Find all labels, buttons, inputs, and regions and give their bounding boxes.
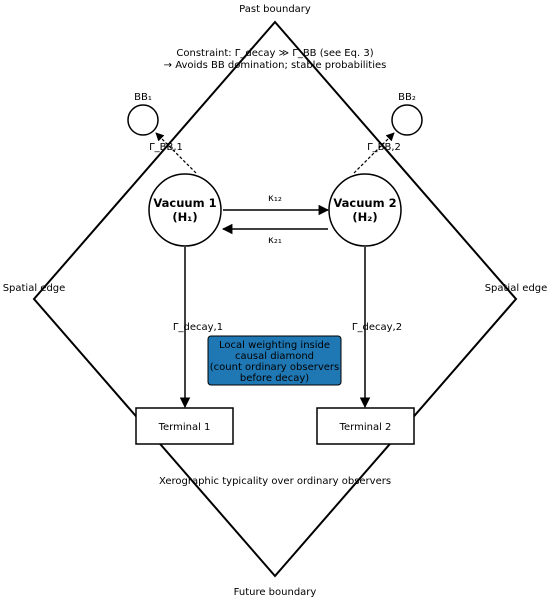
- terminal-1-label: Terminal 1: [158, 422, 211, 433]
- constraint-line-2: → Avoids BB domination; stable probabili…: [164, 60, 387, 71]
- vacuum-1-name: Vacuum 1: [153, 196, 216, 210]
- note-line-4: before decay): [240, 373, 309, 384]
- terminal-1-box: [135, 407, 234, 445]
- note-line-3: (count ordinary observers: [210, 362, 339, 373]
- bb1-nucleation-arrow: [155, 132, 197, 174]
- typicality-caption: Xerographic typicality over ordinary obs…: [159, 476, 391, 487]
- spatial-edge-right-label: Spatial edge: [485, 283, 548, 294]
- decay-2-label: Γ_decay,2: [352, 322, 402, 333]
- vacuum-2-sub: (H₂): [352, 210, 377, 224]
- spatial-edge-left-label: Spatial edge: [3, 283, 66, 294]
- k12-label: κ₁₂: [268, 193, 282, 204]
- past-boundary-label: Past boundary: [239, 4, 311, 15]
- terminal-2-box: [316, 407, 415, 445]
- future-boundary-label: Future boundary: [234, 587, 317, 598]
- causal-diamond: [32, 20, 518, 578]
- constraint-line-1: Constraint: Γ_decay ≫ Γ_BB (see Eq. 3): [176, 48, 373, 59]
- vacuum-2-name: Vacuum 2: [333, 196, 396, 210]
- bb1-rate-label: Γ_BB,1: [149, 142, 183, 153]
- bb2-label: BB₂: [398, 92, 416, 103]
- local-weighting-note-box: [207, 335, 342, 386]
- terminal-2-label: Terminal 2: [339, 422, 392, 433]
- note-line-2: causal diamond: [235, 351, 314, 362]
- bb2-circle: [391, 104, 423, 136]
- vacuum-1-sub: (H₁): [172, 210, 197, 224]
- bb2-nucleation-arrow: [353, 132, 395, 174]
- note-line-1: Local weighting inside: [219, 340, 330, 351]
- vacuum-1-node: [148, 173, 222, 247]
- k21-label: κ₂₁: [268, 235, 282, 246]
- bb2-rate-label: Γ_BB,2: [367, 142, 401, 153]
- bb1-label: BB₁: [134, 92, 152, 103]
- decay-1-label: Γ_decay,1: [173, 322, 223, 333]
- bb1-circle: [127, 104, 159, 136]
